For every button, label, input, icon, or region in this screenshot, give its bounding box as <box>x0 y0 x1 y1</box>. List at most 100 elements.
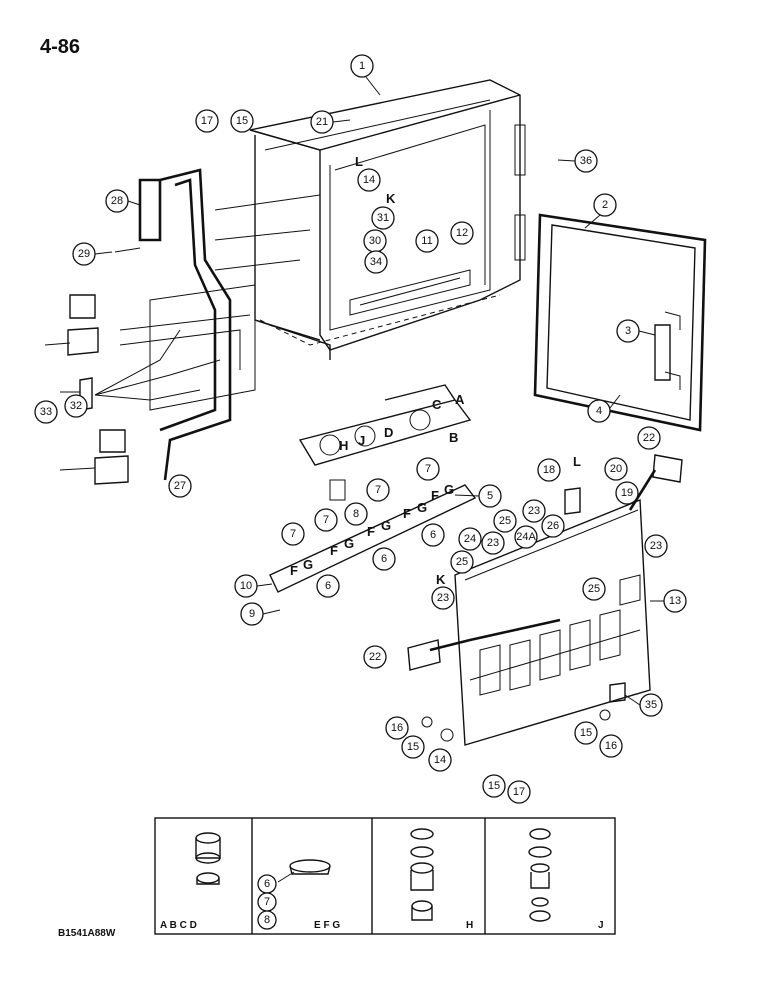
detail-callout-7: 7 <box>257 892 277 912</box>
svg-text:16: 16 <box>605 740 617 752</box>
callout-25a: 25 <box>493 509 517 533</box>
callout-10: 10 <box>234 574 258 598</box>
svg-text:25: 25 <box>499 515 511 527</box>
svg-text:23: 23 <box>650 540 662 552</box>
svg-text:23: 23 <box>528 505 540 517</box>
svg-text:25: 25 <box>456 556 468 568</box>
svg-text:19: 19 <box>621 487 633 499</box>
callout-20: 20 <box>604 457 628 481</box>
svg-text:1: 1 <box>359 60 365 72</box>
callout-9: 9 <box>240 602 264 626</box>
svg-text:6: 6 <box>325 580 331 592</box>
svg-text:8: 8 <box>353 508 359 520</box>
svg-text:25: 25 <box>588 583 600 595</box>
callout-25b: 25 <box>450 550 474 574</box>
svg-text:15: 15 <box>407 741 419 753</box>
callout-35: 35 <box>639 693 663 717</box>
callout-1: 1 <box>350 54 374 78</box>
svg-text:12: 12 <box>456 227 468 239</box>
svg-text:16: 16 <box>391 722 403 734</box>
callout-15c: 15 <box>574 721 598 745</box>
callout-14a: 14 <box>357 168 381 192</box>
letter-f: F <box>367 524 375 539</box>
letter-g: G <box>417 500 427 515</box>
svg-text:22: 22 <box>643 432 655 444</box>
svg-text:36: 36 <box>580 155 592 167</box>
letter-l-lower: L <box>573 454 581 469</box>
letter-l-upper: L <box>355 154 363 169</box>
callout-8: 8 <box>344 502 368 526</box>
callout-13: 13 <box>663 589 687 613</box>
circuit-board <box>407 454 683 746</box>
detail-callout-6: 6 <box>257 874 277 894</box>
panel-label-j: J <box>598 920 604 931</box>
detail-callout-8: 8 <box>257 910 277 930</box>
callout-15b: 15 <box>401 735 425 759</box>
callout-6a: 6 <box>421 523 445 547</box>
letter-f: F <box>330 543 338 558</box>
letter-f: F <box>431 488 439 503</box>
svg-text:31: 31 <box>377 212 389 224</box>
callout-30: 30 <box>363 229 387 253</box>
svg-text:17: 17 <box>513 786 525 798</box>
page-number: 4-86 <box>40 36 81 58</box>
callout-15a: 15 <box>230 109 254 133</box>
callout-26: 26 <box>541 514 565 538</box>
callout-24: 24 <box>458 527 482 551</box>
callout-25c: 25 <box>582 577 606 601</box>
svg-text:24: 24 <box>464 533 476 545</box>
callout-6b: 6 <box>372 547 396 571</box>
svg-text:8: 8 <box>264 914 270 926</box>
svg-text:13: 13 <box>669 595 681 607</box>
svg-text:7: 7 <box>375 484 381 496</box>
letter-f: F <box>403 506 411 521</box>
letter-d: D <box>384 425 393 440</box>
svg-text:34: 34 <box>370 256 382 268</box>
panel-label-h: H <box>466 920 473 931</box>
svg-text:3: 3 <box>625 325 631 337</box>
letter-b: B <box>449 430 458 445</box>
svg-text:6: 6 <box>381 553 387 565</box>
callout-11: 11 <box>415 229 439 253</box>
svg-text:6: 6 <box>430 529 436 541</box>
svg-text:15: 15 <box>488 780 500 792</box>
svg-text:30: 30 <box>369 235 381 247</box>
svg-text:29: 29 <box>78 248 90 260</box>
letter-c: C <box>432 397 442 412</box>
callout-16a: 16 <box>385 716 409 740</box>
svg-text:28: 28 <box>111 195 123 207</box>
letter-h: H <box>339 438 348 453</box>
svg-text:17: 17 <box>201 115 213 127</box>
callout-36: 36 <box>574 149 598 173</box>
drawing-code: B1541A88W <box>58 928 116 939</box>
callout-18: 18 <box>537 458 561 482</box>
callout-7c: 7 <box>314 508 338 532</box>
callout-28: 28 <box>105 189 129 213</box>
svg-text:7: 7 <box>425 463 431 475</box>
svg-text:14: 14 <box>363 174 375 186</box>
callout-29: 29 <box>72 242 96 266</box>
callout-15d: 15 <box>482 774 506 798</box>
panel-label-abcd: A B C D <box>160 920 197 931</box>
svg-text:23: 23 <box>487 537 499 549</box>
wiring-harness <box>44 168 321 485</box>
callout-22b: 22 <box>363 645 387 669</box>
leader-lines <box>94 76 664 706</box>
letter-a: A <box>455 392 465 407</box>
callout-21: 21 <box>310 110 334 134</box>
callout-7d: 7 <box>281 522 305 546</box>
door-cover <box>533 213 707 432</box>
letter-g: G <box>444 482 454 497</box>
panel-label-efg: E F G <box>314 920 340 931</box>
callout-23d: 23 <box>431 586 455 610</box>
svg-text:35: 35 <box>645 699 657 711</box>
callout-34: 34 <box>364 250 388 274</box>
svg-text:22: 22 <box>369 651 381 663</box>
callout-17b: 17 <box>507 780 531 804</box>
letter-g: G <box>381 518 391 533</box>
callout-33: 33 <box>34 400 58 424</box>
letter-g: G <box>344 536 354 551</box>
callout-7b: 7 <box>366 478 390 502</box>
svg-text:23: 23 <box>437 592 449 604</box>
